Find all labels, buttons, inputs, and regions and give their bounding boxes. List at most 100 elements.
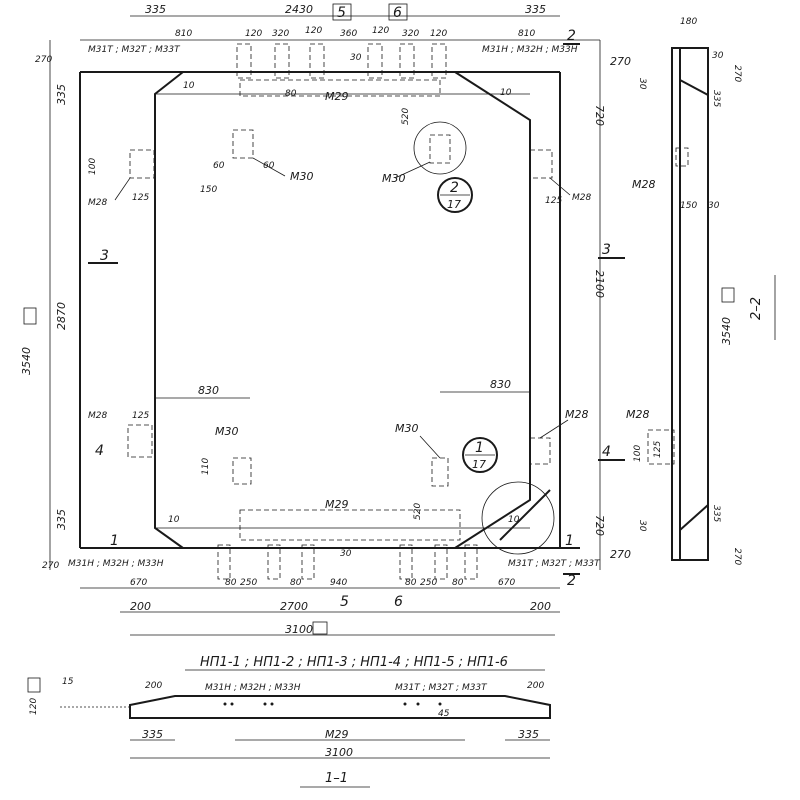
dim-30-top: 30: [350, 53, 362, 63]
dim-bottom-80d: 80: [452, 578, 464, 588]
side-dim-100: 100: [633, 445, 643, 462]
side-dim-270-bottom: 270: [732, 548, 742, 565]
callout-1-17: [462, 437, 498, 473]
m28-left-upper-group: М28 100 125: [88, 149, 155, 208]
bottom-dim-335-right: 335: [518, 728, 539, 741]
dim-bottom-940: 940: [330, 578, 347, 588]
section-3-left-label: 3: [100, 248, 109, 264]
embed-plates-bottom: [217, 544, 478, 580]
dim-top2-360: 360: [340, 29, 357, 39]
section-5-bottom-label: 5: [340, 594, 349, 610]
callout-1-17-num: 1: [475, 440, 484, 456]
dim-left-box: [23, 307, 37, 325]
side-dim-180: 180: [680, 17, 697, 27]
dim-right-2100: 2100: [593, 270, 606, 298]
embed-label-bottom-right: М31Т ; М32Т ; М33Т: [508, 559, 601, 569]
m30-lower-right-group: М30 1 17 520: [395, 422, 498, 520]
bottom-section-outline: [129, 695, 551, 719]
bottom-dim-335-left: 335: [142, 728, 163, 741]
side-dim-30-top: 30: [712, 51, 724, 61]
side-m28-upper-label: М28: [632, 178, 656, 191]
m30-top-right-group: М30 520 2 17: [382, 108, 473, 213]
side-dim-335-top: 335: [711, 90, 721, 107]
dim-top2-320b: 320: [402, 29, 419, 39]
slab-chamfer-outline: [154, 71, 531, 549]
dim-top2-810-left: 810: [175, 29, 192, 39]
dim-10-top-right: 10: [500, 88, 512, 98]
side-dim-box: [721, 287, 735, 303]
bottom-m29-label: М29: [325, 728, 349, 741]
m29-bottom-label: М29: [325, 498, 349, 511]
section-5-top-label: 5: [337, 5, 346, 21]
bottom-section-dots: [223, 702, 442, 706]
dim-top2-120b: 120: [305, 26, 322, 36]
dim-left-3540: 3540: [20, 347, 33, 375]
dim-left-270-bottom: 270: [42, 561, 59, 571]
dim-bottom-box: [312, 621, 328, 635]
side-dim-125: 125: [653, 441, 663, 458]
dim-bottom-3100: 3100: [285, 623, 313, 636]
side-m28-upper: [675, 147, 689, 167]
m29-bottom-group: М29 30: [239, 498, 461, 559]
dim-520-top: 520: [401, 108, 411, 125]
m30-top-right-label: М30: [382, 172, 406, 185]
side-section-chamfer-bottom: [679, 480, 709, 531]
bottom-dim-45: 45: [438, 709, 450, 719]
embed-label-bottom-left: М31Н ; М32Н ; М33Н: [68, 559, 164, 569]
dim-830-right: 830: [490, 378, 511, 391]
m30-top-left-group: М30 60 60 150: [200, 129, 314, 195]
dim-bottom-200-right: 200: [530, 600, 551, 613]
plan-view: 335 2430 335 810 120 320 120 360 120 320…: [20, 3, 631, 636]
dim-bottom-670-right: 670: [498, 578, 515, 588]
bottom-mark-list: НП1-1 ; НП1-2 ; НП1-3 ; НП1-4 ; НП1-5 ; …: [200, 655, 508, 670]
side-m28-lower: [647, 429, 675, 465]
dim-125-right: 125: [545, 196, 562, 206]
m28-right-upper-group: М28 125: [529, 149, 591, 206]
side-section-chamfer-top: [679, 79, 709, 120]
section-mark-6-top: [388, 3, 408, 21]
dim-bottom-2700: 2700: [280, 600, 308, 613]
bottom-dim-box: [27, 677, 41, 693]
dim-top2-320a: 320: [272, 29, 289, 39]
m28-right-lower-group: М28 4: [529, 408, 625, 465]
dim-right-720-bottom: 720: [593, 515, 606, 536]
dim-left-2870: 2870: [55, 302, 68, 330]
bottom-dim-3100: 3100: [325, 746, 353, 759]
dim-bottom-250b: 250: [420, 578, 437, 588]
dim-bottom-670-left: 670: [130, 578, 147, 588]
m30-lower-left-group: М30 110: [201, 425, 252, 485]
side-dim-30-bottom: 30: [637, 520, 647, 532]
side-dim-3540: 3540: [720, 317, 733, 345]
side-dim-150: 150: [680, 201, 697, 211]
bottom-dim-15: 15: [62, 677, 74, 687]
dim-60-a: 60: [213, 161, 225, 171]
detail-circle-bottom-right: [481, 481, 555, 555]
dim-left-335-bottom: 335: [55, 509, 68, 530]
bottom-embed-right: М31Т ; М32Т ; М33Т: [395, 683, 488, 693]
side-section-title: 2–2: [749, 297, 764, 320]
dim-left-335-top: 335: [55, 84, 68, 105]
dim-right-720-top: 720: [593, 105, 606, 126]
side-section-outline: [671, 47, 709, 561]
callout-2-17: [437, 177, 473, 213]
m28-right-upper-label: М28: [572, 193, 591, 203]
section-6-bottom-label: 6: [394, 594, 403, 610]
dim-top-2430: 2430: [285, 3, 313, 16]
section-4-right-label: 4: [602, 444, 611, 460]
m30-lower-left-label: М30: [215, 425, 239, 438]
bottom-dim-200-left: 200: [145, 681, 162, 691]
m28-right-lower-label: М28: [565, 408, 589, 421]
m30-top-left-label: М30: [290, 170, 314, 183]
dim-top-335-left: 335: [145, 3, 166, 16]
side-m28-lower-label: М28: [626, 408, 650, 421]
side-dim-30-mid: 30: [708, 201, 720, 211]
dim-bottom-80b: 80: [290, 578, 302, 588]
side-dim-30-left: 30: [637, 78, 647, 90]
section-2-top-label: 2: [567, 28, 576, 44]
dim-right-270-bottom: 270: [610, 548, 631, 561]
dim-125-left-upper: 125: [132, 193, 149, 203]
dim-top2-120c: 120: [372, 26, 389, 36]
embed-label-top-right: М31Н ; М32Н ; М33Н: [482, 45, 578, 55]
dim-top2-120d: 120: [430, 29, 447, 39]
